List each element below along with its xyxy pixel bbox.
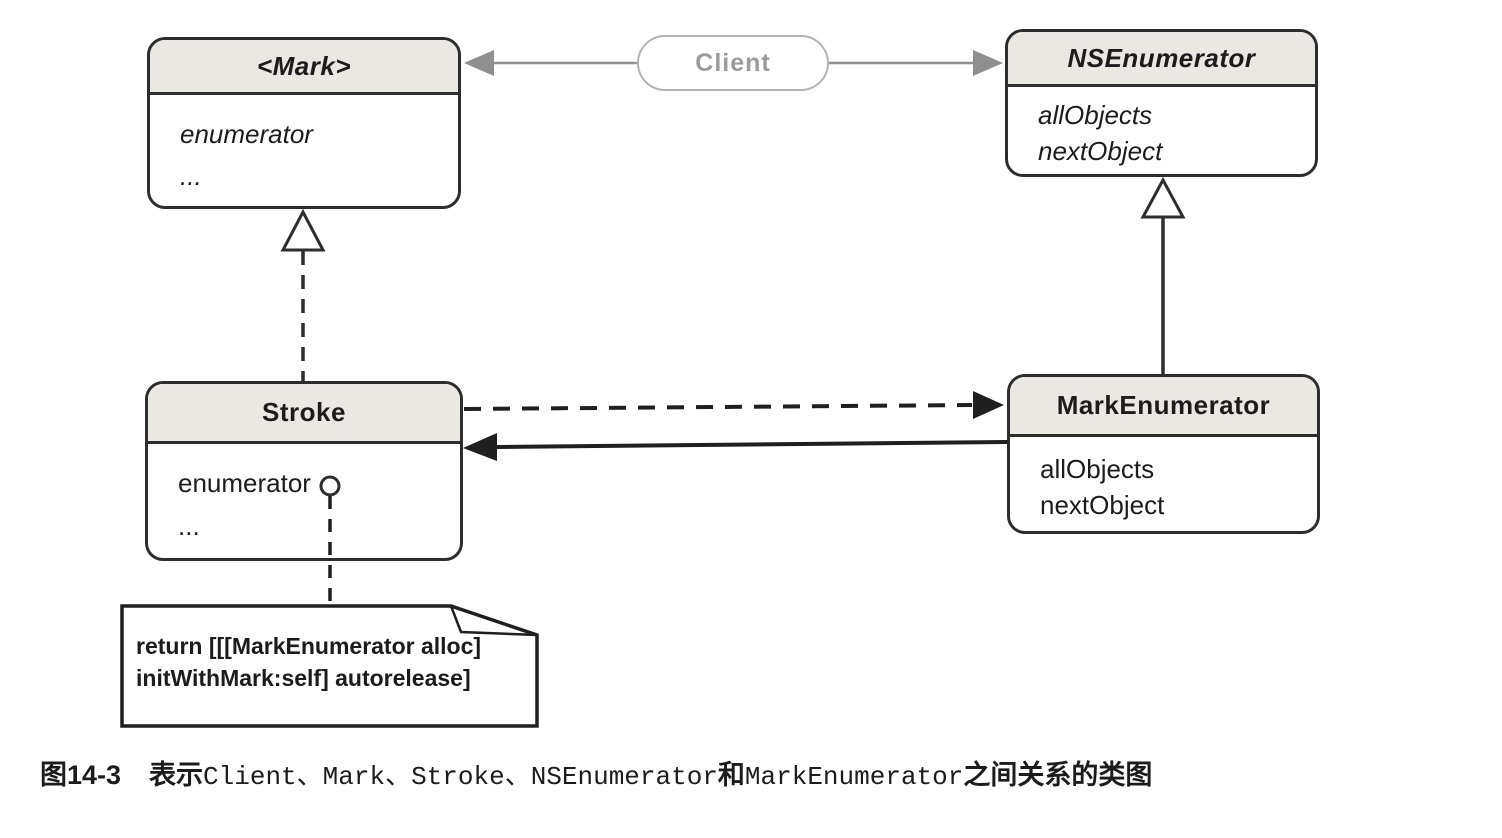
caption-text: MarkEnumerator [744,762,964,792]
class-box-markenumerator: MarkEnumerator allObjects nextObject [1007,374,1320,534]
figure-caption: 图14-3 表示Client、Mark、Stroke、NSEnumerator和M… [40,753,1152,792]
class-title-stroke: Stroke [148,384,460,444]
association-line [495,440,1008,449]
filled-arrowhead-icon [463,433,497,461]
markenumerator-to-stroke-arrow [463,433,1008,461]
client-node: Client [637,35,829,91]
caption-text: 之间关系的类图 [963,760,1153,790]
class-members-mark: enumerator ... [150,95,458,197]
hollow-triangle-icon [280,208,326,252]
dependency-dashed-line [463,403,973,411]
note-line: initWithMark:self] autorelease] [136,665,471,691]
class-title-markenumerator: MarkEnumerator [1010,377,1317,437]
class-members-stroke: enumerator ... [148,444,460,548]
class-member: allObjects [1040,454,1155,484]
client-label: Client [695,48,771,77]
left-arrowhead-icon [464,50,494,76]
class-members-markenumerator: allObjects nextObject [1010,437,1317,523]
class-title-nsenumerator: NSEnumerator [1008,32,1315,87]
class-box-mark: <Mark> enumerator ... [147,37,461,209]
class-member: allObjects [1038,100,1153,130]
caption-figure-number: 图14-3 [40,760,122,790]
class-member: nextObject [1038,136,1163,166]
class-member: nextObject [1040,490,1165,520]
stroke-to-markenumerator-dependency-arrow [463,391,1004,419]
caption-text: 和 [717,760,745,790]
right-arrowhead-icon [973,50,1003,76]
stroke-realizes-mark-arrow [280,208,326,381]
code-note: return [[[MarkEnumerator alloc] initWith… [136,630,526,694]
caption-text: Client、Mark、Stroke、NSEnumerator [203,762,718,792]
class-box-stroke: Stroke enumerator ... [145,381,463,561]
class-box-nsenumerator: NSEnumerator allObjects nextObject [1005,29,1318,177]
caption-text: 表示 [149,760,204,790]
client-to-mark-arrow [464,50,637,76]
client-to-nsenumerator-arrow [829,50,1003,76]
class-member: ... [178,511,200,541]
filled-arrowhead-icon [973,391,1004,419]
class-members-nsenumerator: allObjects nextObject [1008,87,1315,169]
note-line: return [[[MarkEnumerator alloc] [136,633,482,659]
class-member: enumerator [178,468,311,498]
hollow-triangle-icon [1140,176,1186,219]
markenumerator-inherits-nsenumerator-arrow [1140,176,1186,374]
class-member: ... [180,161,202,191]
class-title-mark: <Mark> [150,40,458,95]
class-member: enumerator [180,119,313,149]
